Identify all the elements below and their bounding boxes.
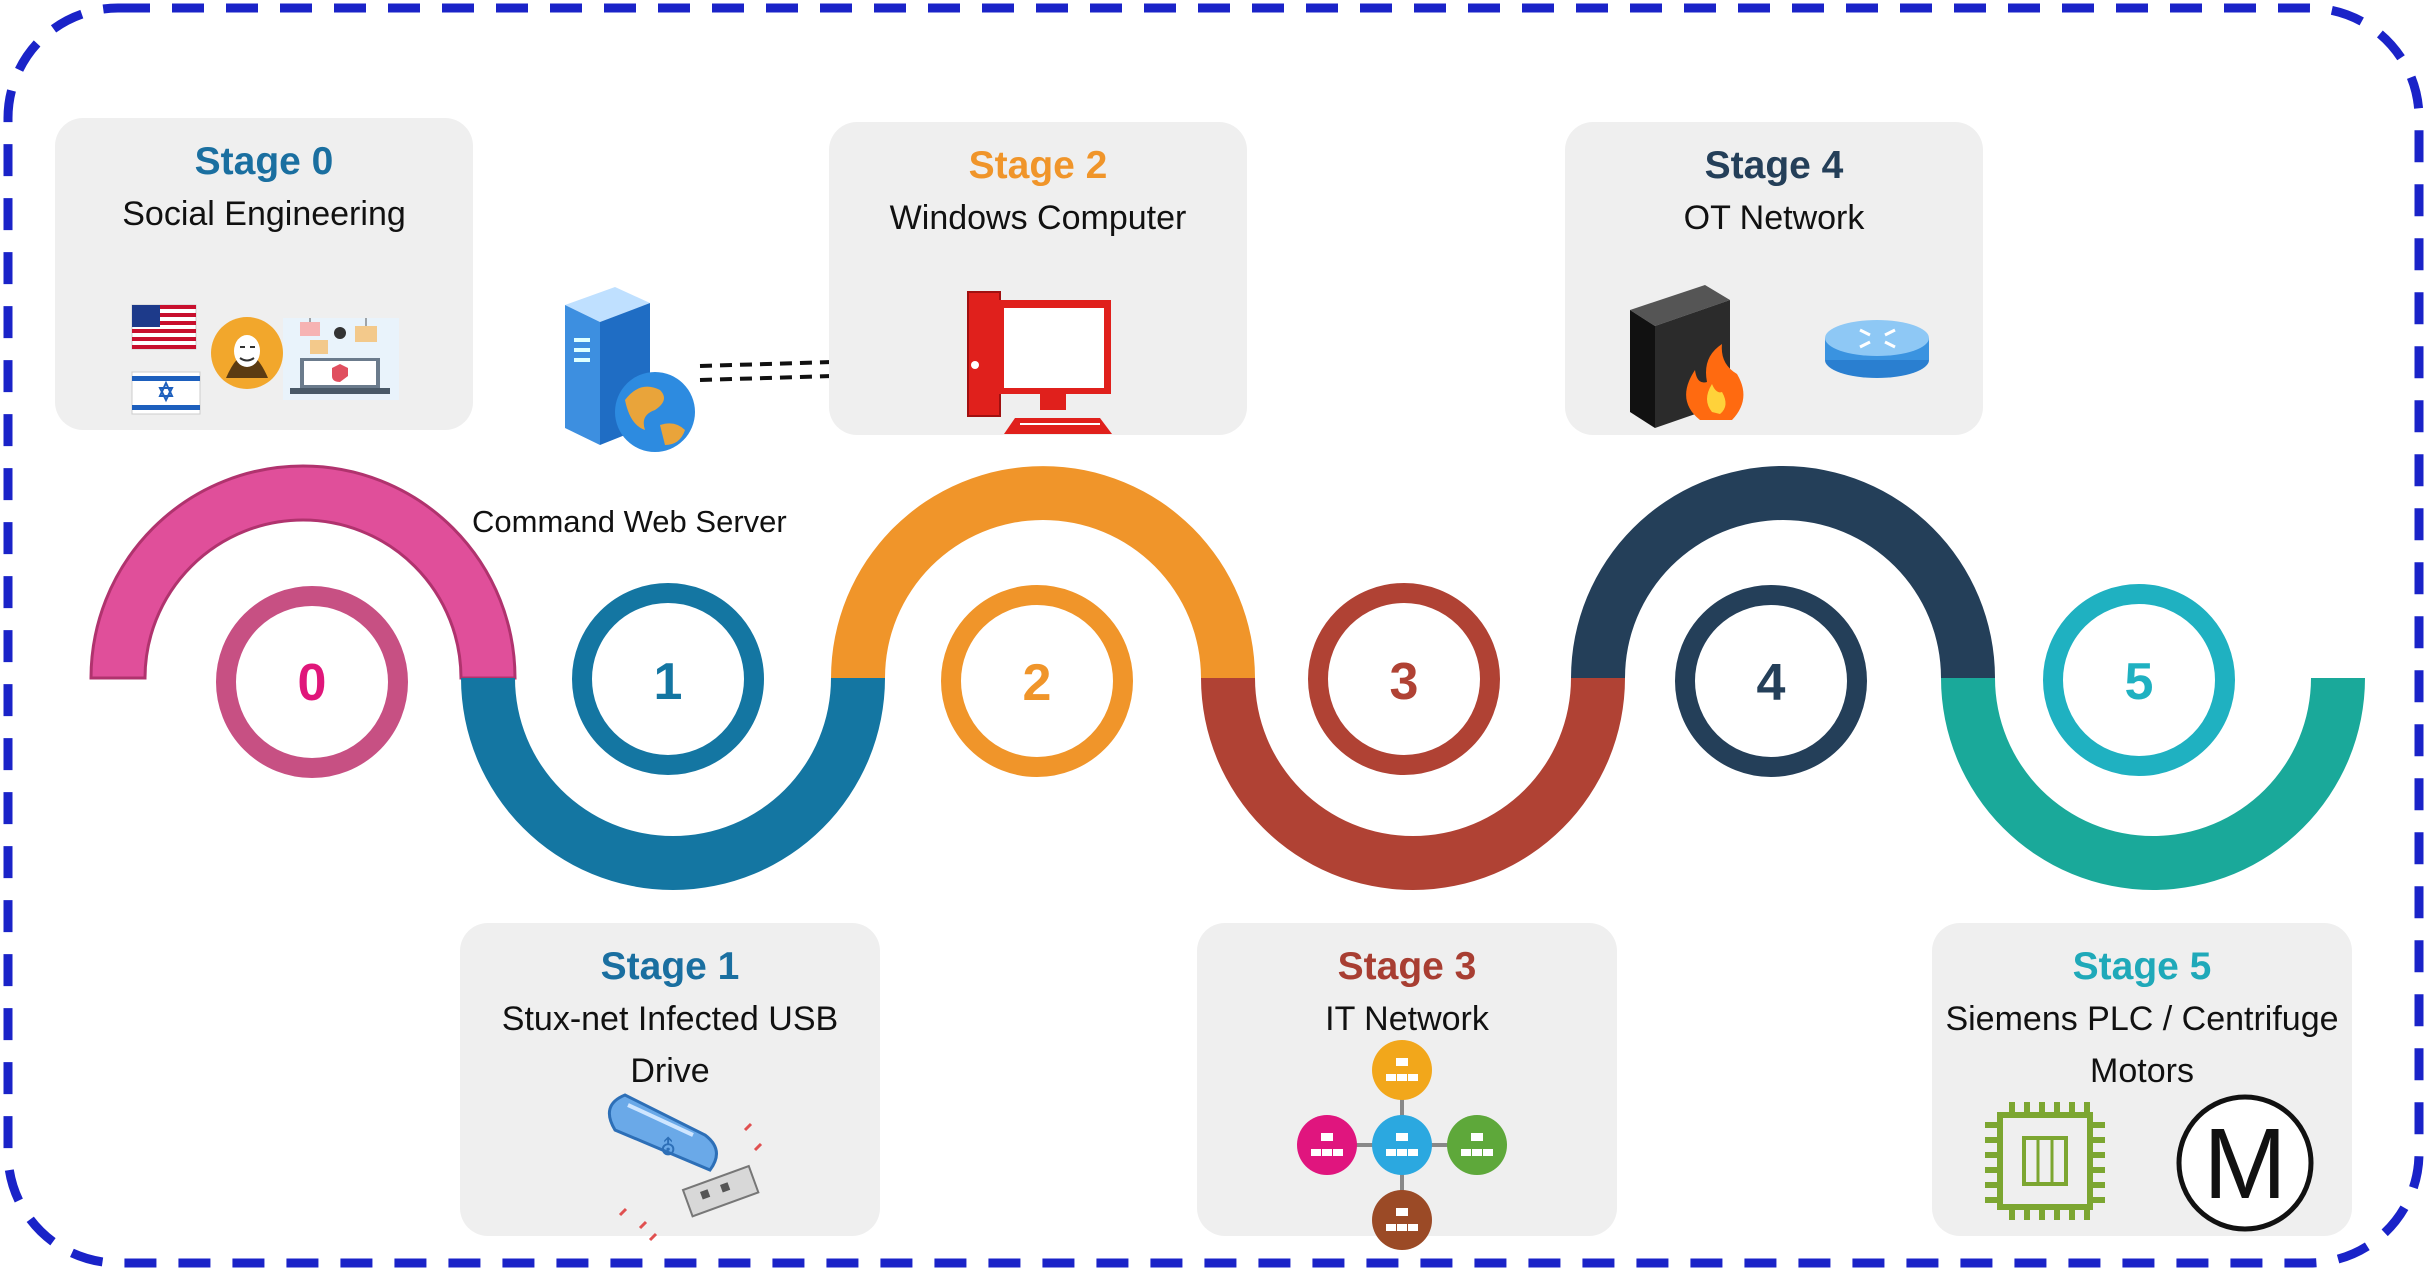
number-3: 3 bbox=[1390, 653, 1419, 711]
arc-segment-2 bbox=[831, 466, 1255, 678]
stage-4-box: Stage 4 OT Network bbox=[1565, 122, 1983, 435]
stage-3-desc: IT Network bbox=[1325, 1000, 1489, 1038]
ring-2 bbox=[941, 585, 1133, 777]
stage-3-box: Stage 3 IT Network bbox=[1197, 923, 1617, 1236]
stage-2-desc: Windows Computer bbox=[889, 199, 1187, 237]
ring-0 bbox=[216, 586, 408, 778]
ring-3 bbox=[1308, 583, 1500, 775]
command-web-server-label: Command Web Server bbox=[472, 504, 787, 539]
number-4: 4 bbox=[1757, 654, 1786, 712]
stage-4-desc: OT Network bbox=[1683, 199, 1865, 237]
arc-segment-1 bbox=[461, 678, 885, 890]
stage-0-box: Stage 0 Social Engineering bbox=[55, 118, 473, 430]
stage-1-title: Stage 1 bbox=[600, 945, 740, 988]
stage-1-desc: Stux-net Infected USB Drive bbox=[501, 1000, 839, 1090]
stage-3-title: Stage 3 bbox=[1337, 945, 1477, 988]
number-5: 5 bbox=[2125, 653, 2154, 711]
stage-2-title: Stage 2 bbox=[968, 144, 1108, 187]
stage-5-title: Stage 5 bbox=[2072, 945, 2212, 988]
stage-2-box: Stage 2 Windows Computer bbox=[829, 122, 1247, 435]
stage-5-box: Stage 5 Siemens PLC / Centrifuge Motors bbox=[1932, 923, 2352, 1236]
stage-1-box: Stage 1 Stux-net Infected USB Drive bbox=[460, 923, 880, 1236]
stage-0-title: Stage 0 bbox=[194, 140, 334, 183]
arc-segment-4 bbox=[1571, 466, 1995, 678]
number-2: 2 bbox=[1023, 654, 1052, 712]
stage-0-desc: Social Engineering bbox=[122, 195, 406, 233]
ring-5 bbox=[2043, 584, 2235, 776]
number-0: 0 bbox=[298, 654, 327, 712]
dashed-border bbox=[3, 3, 2424, 1268]
arc-segment-0 bbox=[89, 464, 517, 680]
arc-segment-3 bbox=[1201, 678, 1625, 890]
ring-4 bbox=[1675, 585, 1867, 777]
arc-segment-5 bbox=[1941, 678, 2365, 890]
stage-4-title: Stage 4 bbox=[1704, 144, 1844, 187]
stage-5-desc: Siemens PLC / Centrifuge Motors bbox=[1945, 1000, 2339, 1090]
ring-1 bbox=[572, 583, 764, 775]
number-1: 1 bbox=[654, 653, 683, 711]
